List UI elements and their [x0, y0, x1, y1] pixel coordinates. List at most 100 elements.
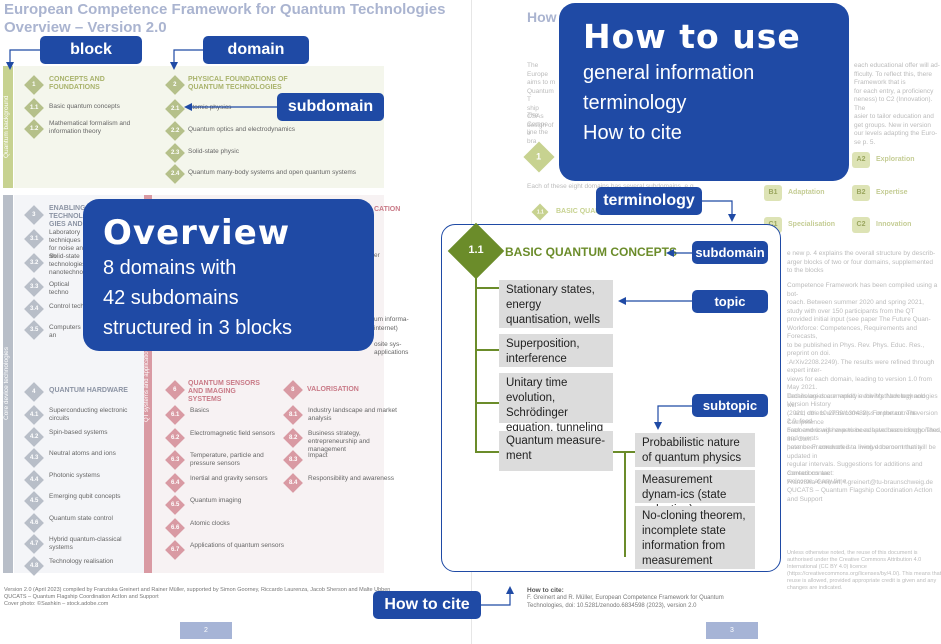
overview-heading: Overview — [103, 213, 291, 253]
subdomain-label: Optical techno — [49, 281, 70, 296]
subdomain-label: Quantum many-body systems and open quant… — [188, 169, 356, 176]
level-label: Specialisation — [788, 221, 836, 228]
cite-label: How to cite: — [527, 587, 564, 594]
subtopic-box: No-cloning theorem, incomplete state inf… — [635, 506, 755, 569]
domain-title: ENABLING TECHNOLO-GIES AND — [49, 205, 91, 228]
subdomain-label: Spin-based systems — [49, 428, 108, 436]
subdomain-label: Hybrid quantum-classical systems — [49, 536, 122, 551]
block-band-core — [3, 195, 13, 573]
callout-topic: topic — [692, 290, 768, 313]
domain-title: QUANTUM HARDWARE — [49, 387, 128, 394]
how-to-use-heading: How to use — [583, 17, 801, 56]
overview-line: 8 domains with — [103, 257, 237, 279]
subdomain-label: Photonic systems — [49, 471, 100, 479]
cite-text: F. Greinert and R. Müller, European Comp… — [527, 595, 724, 609]
subdomain-label: Responsibility and awareness — [308, 474, 394, 482]
zoom-subdomain-number: 1.1 — [468, 244, 484, 256]
subdomain-label: Superconducting electronic circuits — [49, 407, 128, 422]
domain-title: VALORISATION — [307, 386, 359, 393]
bg-subdomain-title: BASIC QUANT — [556, 208, 605, 215]
subtopic-box: Probabilistic nature of quantum physics — [635, 433, 755, 467]
subdomain-label: Emerging qubit concepts — [49, 493, 121, 500]
block-band-systems — [144, 195, 152, 573]
subdomain-label: Atomic clocks — [190, 519, 230, 527]
block-band-quantum-background — [3, 66, 13, 188]
subdomain-label: Basics — [190, 407, 210, 414]
bg-subdomain-badge: 1.1 — [531, 203, 549, 221]
subdomain-label: Solid-state technologies, nanotechnolo — [49, 253, 89, 276]
callout-subdomain: subdomain — [692, 241, 768, 264]
subdomain-fragment: osite sys- — [374, 341, 402, 348]
how-to-use-line: How to cite — [583, 122, 682, 144]
subdomain-label: Laboratory techniques for noise and sh — [49, 229, 87, 260]
subdomain-label: Inertial and gravity sensors — [190, 474, 268, 482]
domain-title: QUANTUM SENSORS AND IMAGING SYSTEMS — [188, 380, 260, 403]
overview-line: 42 subdomains — [103, 287, 239, 309]
level-label: Adaptation — [788, 189, 825, 196]
subdomain-label: Neutral atoms and ions — [49, 450, 116, 457]
contact-text: Contact contact: Franziska Greinert, f.g… — [787, 470, 934, 503]
callout-how-to-cite: How to cite — [373, 591, 481, 619]
level-code-badge: A2 — [852, 152, 870, 168]
subtopic-box: Measurement dynam-ics (state reduction) — [635, 470, 755, 516]
topic-box: Unitary time evolution, Schrödinger equa… — [499, 373, 613, 434]
paragraph-each: Each of these eight domains has several … — [527, 183, 695, 190]
subdomain-label: Mathematical formalism and information t… — [49, 120, 131, 135]
level-code-badge: B1 — [764, 185, 782, 201]
structure-text: e new p. 4 explains the overall structur… — [787, 250, 936, 274]
subdomain-label: Technology realisation — [49, 557, 114, 565]
subdomain-label: Business strategy, entrepreneurship and … — [308, 429, 370, 453]
license-text: Unless otherwise noted, the reuse of thi… — [787, 550, 941, 591]
tree-line — [475, 451, 500, 453]
overview-callout: Overview 8 domains with 42 subdomains st… — [83, 199, 374, 351]
level-code-badge: C2 — [852, 217, 870, 233]
level-label: Expertise — [876, 189, 908, 196]
block-label: Core device technologies — [3, 347, 10, 421]
topic-box: Quantum measure-ment — [499, 431, 613, 471]
topic-box: Stationary states, energy quantisation, … — [499, 280, 613, 328]
callout-domain: domain — [203, 36, 309, 64]
callout-subdomain: subdomain — [277, 93, 384, 121]
tree-line — [475, 349, 499, 351]
subdomain-fragment: er — [374, 252, 380, 259]
subdomain-label: Temperature, particle and pressure senso… — [190, 452, 264, 467]
callout-terminology: terminology — [596, 187, 702, 215]
page-number: 3 — [706, 622, 758, 639]
subdomain-fragment: um informa- — [374, 316, 409, 323]
level-label: Innovation — [876, 221, 912, 228]
tree-line — [475, 273, 477, 451]
tree-line — [475, 287, 499, 289]
page-title-fragment: How — [527, 9, 557, 25]
level-label: Exploration — [876, 156, 915, 163]
intro-text: each educational offer will ad- fficulty… — [854, 62, 940, 146]
how-to-use-callout: How to use general information terminolo… — [559, 3, 849, 181]
domain-title-fragment: CATION — [374, 206, 401, 213]
subdomain-label: Impact — [308, 452, 328, 459]
tree-line — [475, 402, 499, 404]
subdomain-label: Computers an — [49, 324, 81, 339]
overview-line: structured in 3 blocks — [103, 317, 292, 339]
subdomain-label: Industry landscape and market analysis — [308, 407, 397, 422]
bg-domain-badge: 1 — [523, 141, 555, 173]
zoom-subdomain-title: BASIC QUANTUM CONCEPTS — [505, 245, 678, 259]
tree-line — [624, 451, 626, 557]
subdomain-label: Quantum state control — [49, 514, 113, 522]
subdomain-label: Basic quantum concepts — [49, 103, 120, 110]
callout-arrows — [6, 49, 277, 111]
domain-title: CONCEPTS AND FOUNDATIONS — [49, 76, 105, 91]
how-to-use-line: terminology — [583, 92, 687, 114]
living-doc-text: Technologies are rapidly evolving. New t… — [787, 393, 941, 485]
how-to-use-line: general information — [583, 62, 755, 84]
footer-credits: Version 2.0 (April 2023) compiled by Fra… — [4, 587, 391, 607]
subdomain-label: Electromagnetic field sensors — [190, 429, 275, 437]
background-panel — [14, 66, 384, 188]
callout-subtopic: subtopic — [692, 394, 768, 417]
subdomain-label: Applications of quantum sensors — [190, 542, 284, 549]
subdomain-fragment: applications — [374, 349, 409, 356]
page-number: 2 — [180, 622, 232, 639]
level-code-badge: B2 — [852, 185, 870, 201]
callout-block: block — [40, 36, 142, 64]
domain-title: PHYSICAL FOUNDATIONS OF QUANTUM TECHNOLO… — [188, 76, 288, 91]
subdomain-label: Control techn — [49, 303, 88, 310]
subdomain-label: Solid-state physic — [188, 148, 239, 155]
